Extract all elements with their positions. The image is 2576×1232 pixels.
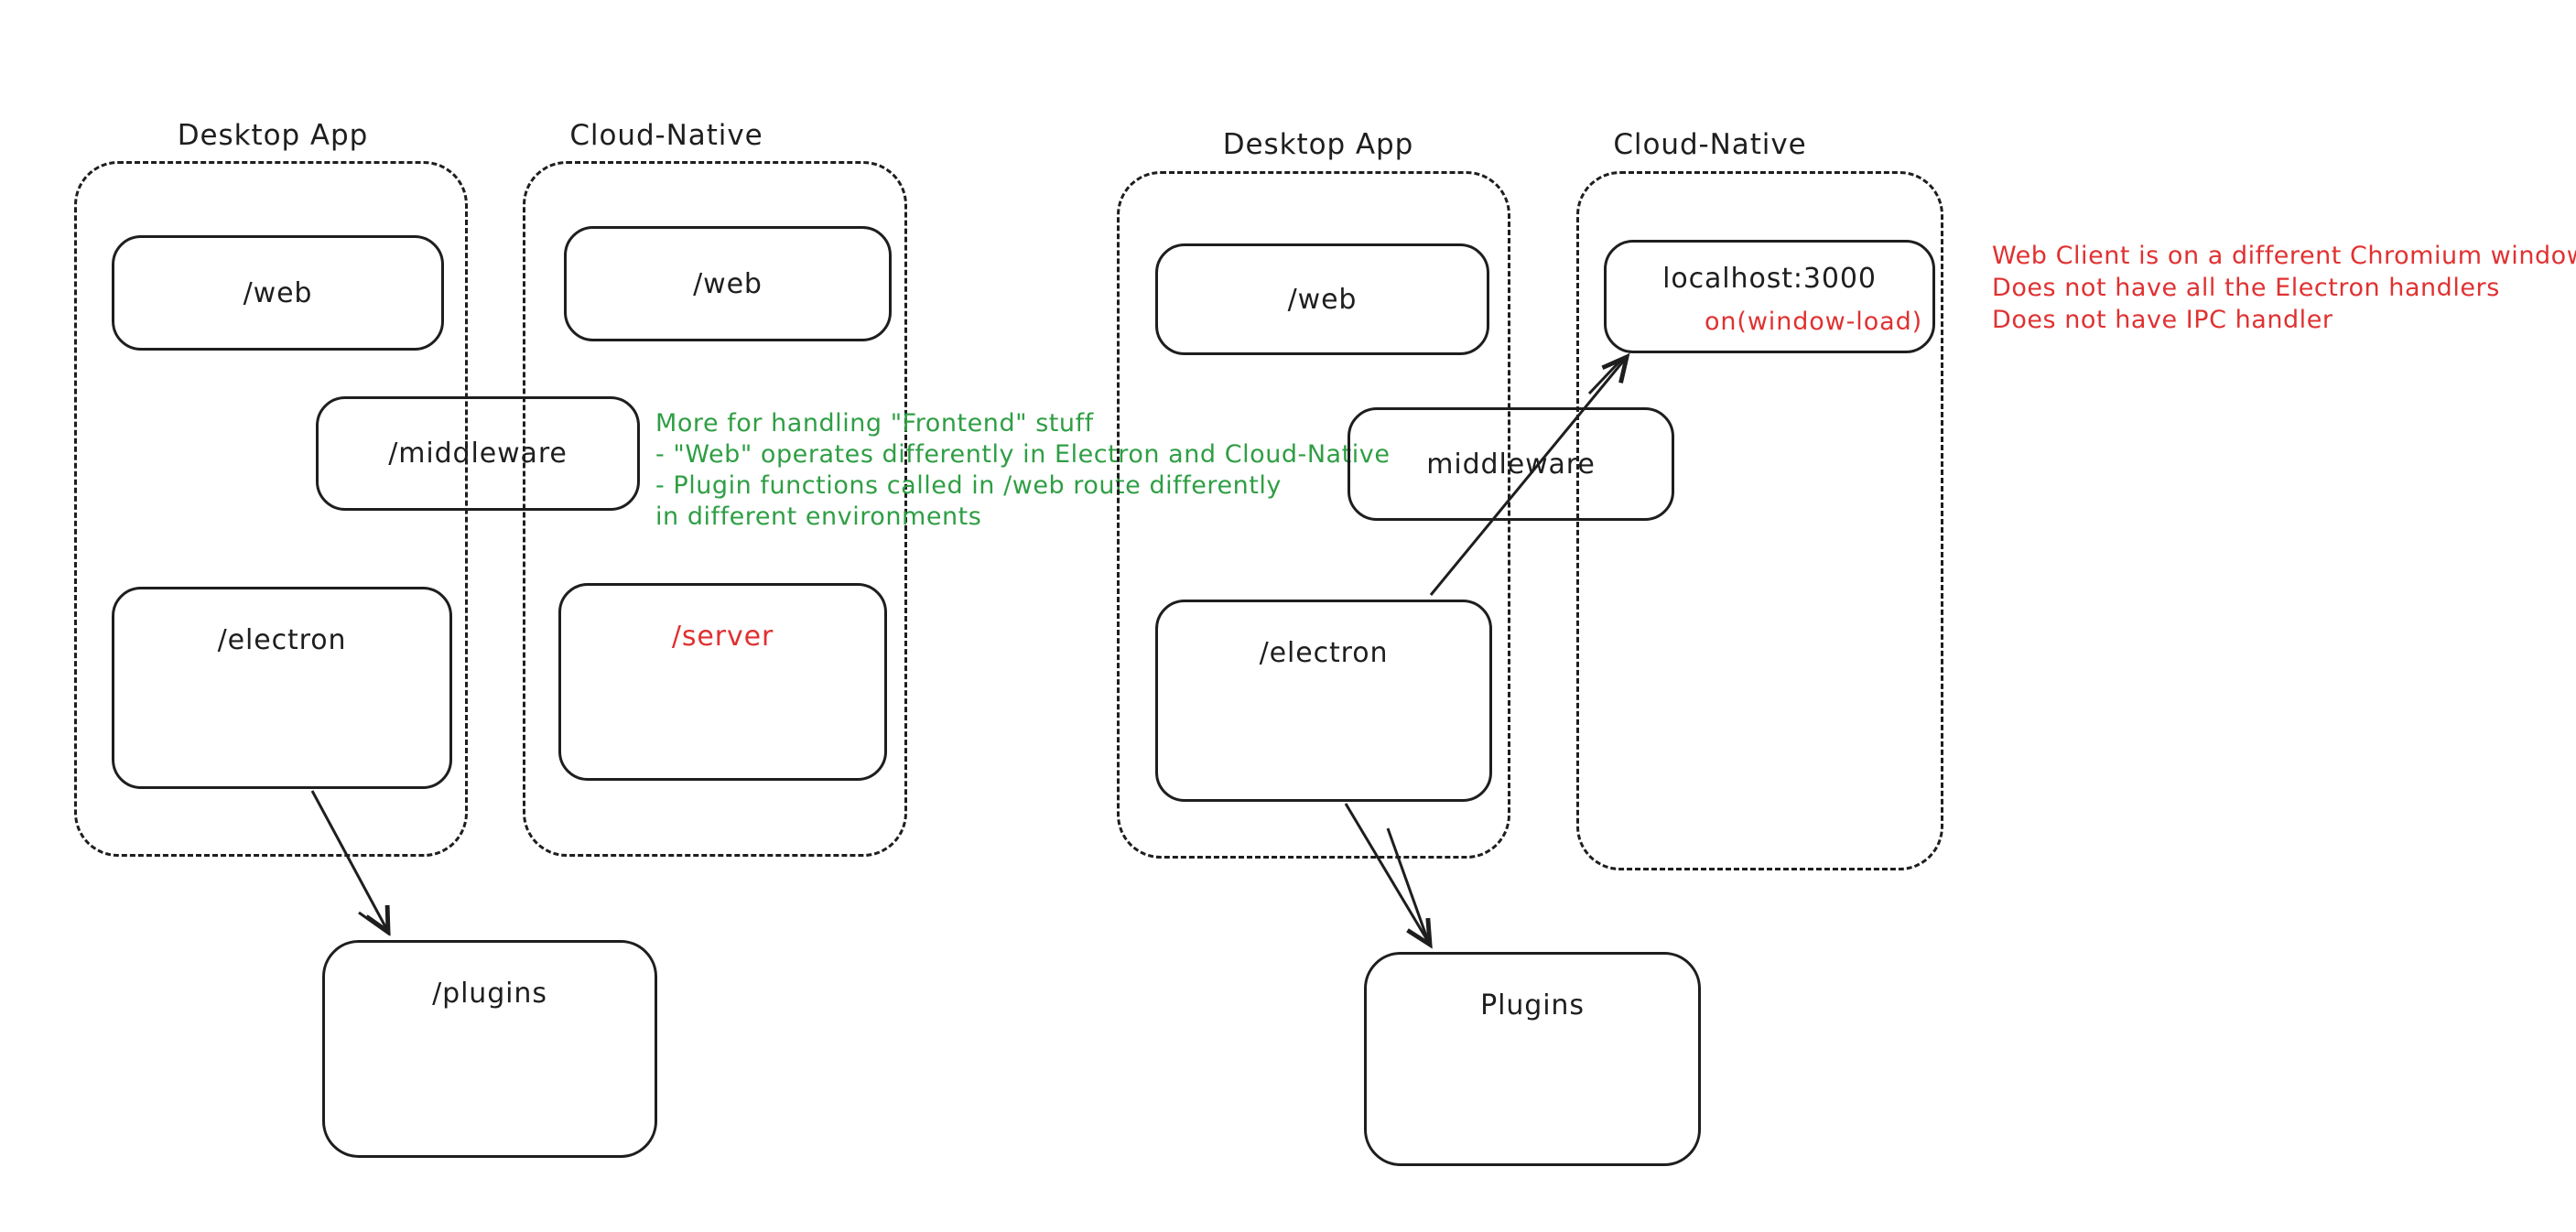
left-server-label: /server xyxy=(671,621,774,653)
red-note-line-2: Does not have all the Electron handlers xyxy=(1992,274,2500,302)
right-cloud-native-label: Cloud-Native xyxy=(1613,128,1807,161)
red-note-line-1: Web Client is on a different Chromium wi… xyxy=(1992,242,2576,270)
green-note: More for handling "Frontend" stuff - "We… xyxy=(655,408,1390,533)
left-plugins-box: /plugins xyxy=(322,940,657,1158)
right-localhost-label: localhost:3000 xyxy=(1662,263,1877,295)
green-note-line-2: - "Web" operates differently in Electron… xyxy=(655,440,1391,469)
right-web-label: /web xyxy=(1287,283,1358,316)
left-electron-box: /electron xyxy=(112,587,452,789)
left-middleware-label: /middleware xyxy=(388,438,568,470)
right-plugins-box: Plugins xyxy=(1364,952,1701,1166)
right-desktop-app-label: Desktop App xyxy=(1222,128,1414,161)
right-electron-label: /electron xyxy=(1259,637,1389,669)
green-note-line-1: More for handling "Frontend" stuff xyxy=(655,409,1094,438)
left-desktop-app-label: Desktop App xyxy=(177,119,369,152)
left-web-desktop-label: /web xyxy=(243,276,313,309)
left-web-cloud-box: /web xyxy=(564,226,892,341)
right-middleware-box: middleware xyxy=(1348,407,1674,521)
left-plugins-label: /plugins xyxy=(432,978,547,1010)
right-middleware-label: middleware xyxy=(1426,448,1596,481)
green-note-line-4: in different environments xyxy=(655,503,982,531)
right-web-box: /web xyxy=(1155,243,1489,355)
left-electron-label: /electron xyxy=(217,624,347,656)
left-web-cloud-label: /web xyxy=(693,267,763,300)
right-electron-box: /electron xyxy=(1155,600,1492,802)
left-middleware-box: /middleware xyxy=(316,396,640,511)
right-window-load-label: on(window-load) xyxy=(1704,308,1923,336)
left-cloud-native-label: Cloud-Native xyxy=(569,119,763,152)
green-note-line-3: - Plugin functions called in /web route … xyxy=(655,471,1282,500)
left-server-box: /server xyxy=(558,583,887,781)
right-localhost-box: localhost:3000 on(window-load) xyxy=(1604,240,1935,353)
red-note-line-3: Does not have IPC handler xyxy=(1992,306,2333,334)
red-note: Web Client is on a different Chromium wi… xyxy=(1992,240,2576,336)
right-desktop-app-container xyxy=(1117,171,1510,859)
right-plugins-label: Plugins xyxy=(1480,989,1585,1021)
right-cloud-native-container xyxy=(1576,171,1943,870)
left-web-desktop-box: /web xyxy=(112,235,444,351)
